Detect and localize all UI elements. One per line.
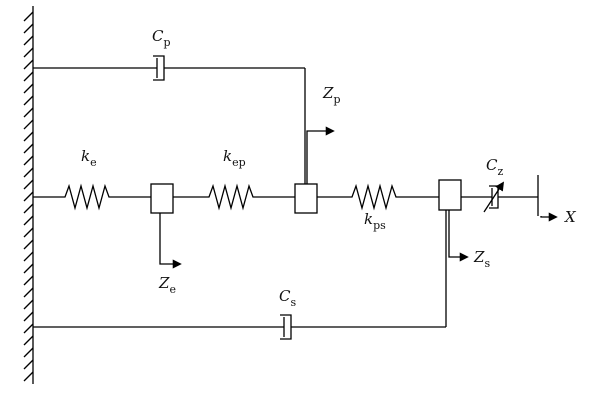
spring-kps [348,183,400,211]
wall-hatch-line [23,179,34,190]
wall-hatch-line [23,275,34,286]
main-chain [33,175,539,216]
label-kps: kps [364,210,386,232]
wall-hatch-line [23,287,34,298]
mass-p [294,183,318,214]
wall-hatch-line [23,47,34,58]
wall-hatch-line [23,155,34,166]
wall-hatch-line [23,263,34,274]
label-ke: ke [81,147,97,169]
label-cs: Cs [279,287,296,309]
spring-kep [205,183,257,211]
displacement-arrows [159,126,558,269]
wall-hatch-line [23,119,34,130]
wall-hatch-line [23,239,34,250]
wall-hatch-line [23,203,34,214]
damper-cp-branch [33,55,306,184]
label-zp: Zp [322,84,340,106]
mass-s [438,179,462,211]
wall-hatch-line [23,35,34,46]
wall-hatch-line [23,251,34,262]
wall-hatch-line [23,83,34,94]
arrow-x [540,212,558,222]
wall-hatch-line [23,371,34,382]
wall-hatch-line [23,59,34,70]
wall-hatch-line [23,143,34,154]
label-zs: Zs [473,248,490,270]
wall-hatch-line [23,323,34,334]
wall-hatch-line [23,11,34,22]
label-ze: Ze [158,274,176,296]
wall-hatch-line [23,191,34,202]
wall-hatch-line [23,95,34,106]
arrow-ze [159,213,182,269]
wall-hatch-line [23,167,34,178]
label-cp: Cp [152,27,171,49]
fixed-wall [23,6,34,384]
wall-hatch-line [23,23,34,34]
damper-cs-branch [33,210,447,340]
mass-e [150,183,174,214]
spring-ke [61,183,113,211]
label-x: X [564,208,577,226]
wall-hatch-line [23,131,34,142]
wall-hatch-line [23,71,34,82]
wall-hatch-line [23,359,34,370]
wall-hatch-line [23,347,34,358]
wall-hatch-line [23,311,34,322]
wall-hatch-line [23,335,34,346]
wall-hatch-line [23,107,34,118]
arrow-zs [448,210,469,262]
label-kep: kep [223,147,246,169]
wall-hatch-line [23,227,34,238]
wall-hatch-line [23,299,34,310]
label-cz: Cz [486,156,503,178]
arrow-zp [306,126,335,184]
wall-hatch-line [23,215,34,226]
